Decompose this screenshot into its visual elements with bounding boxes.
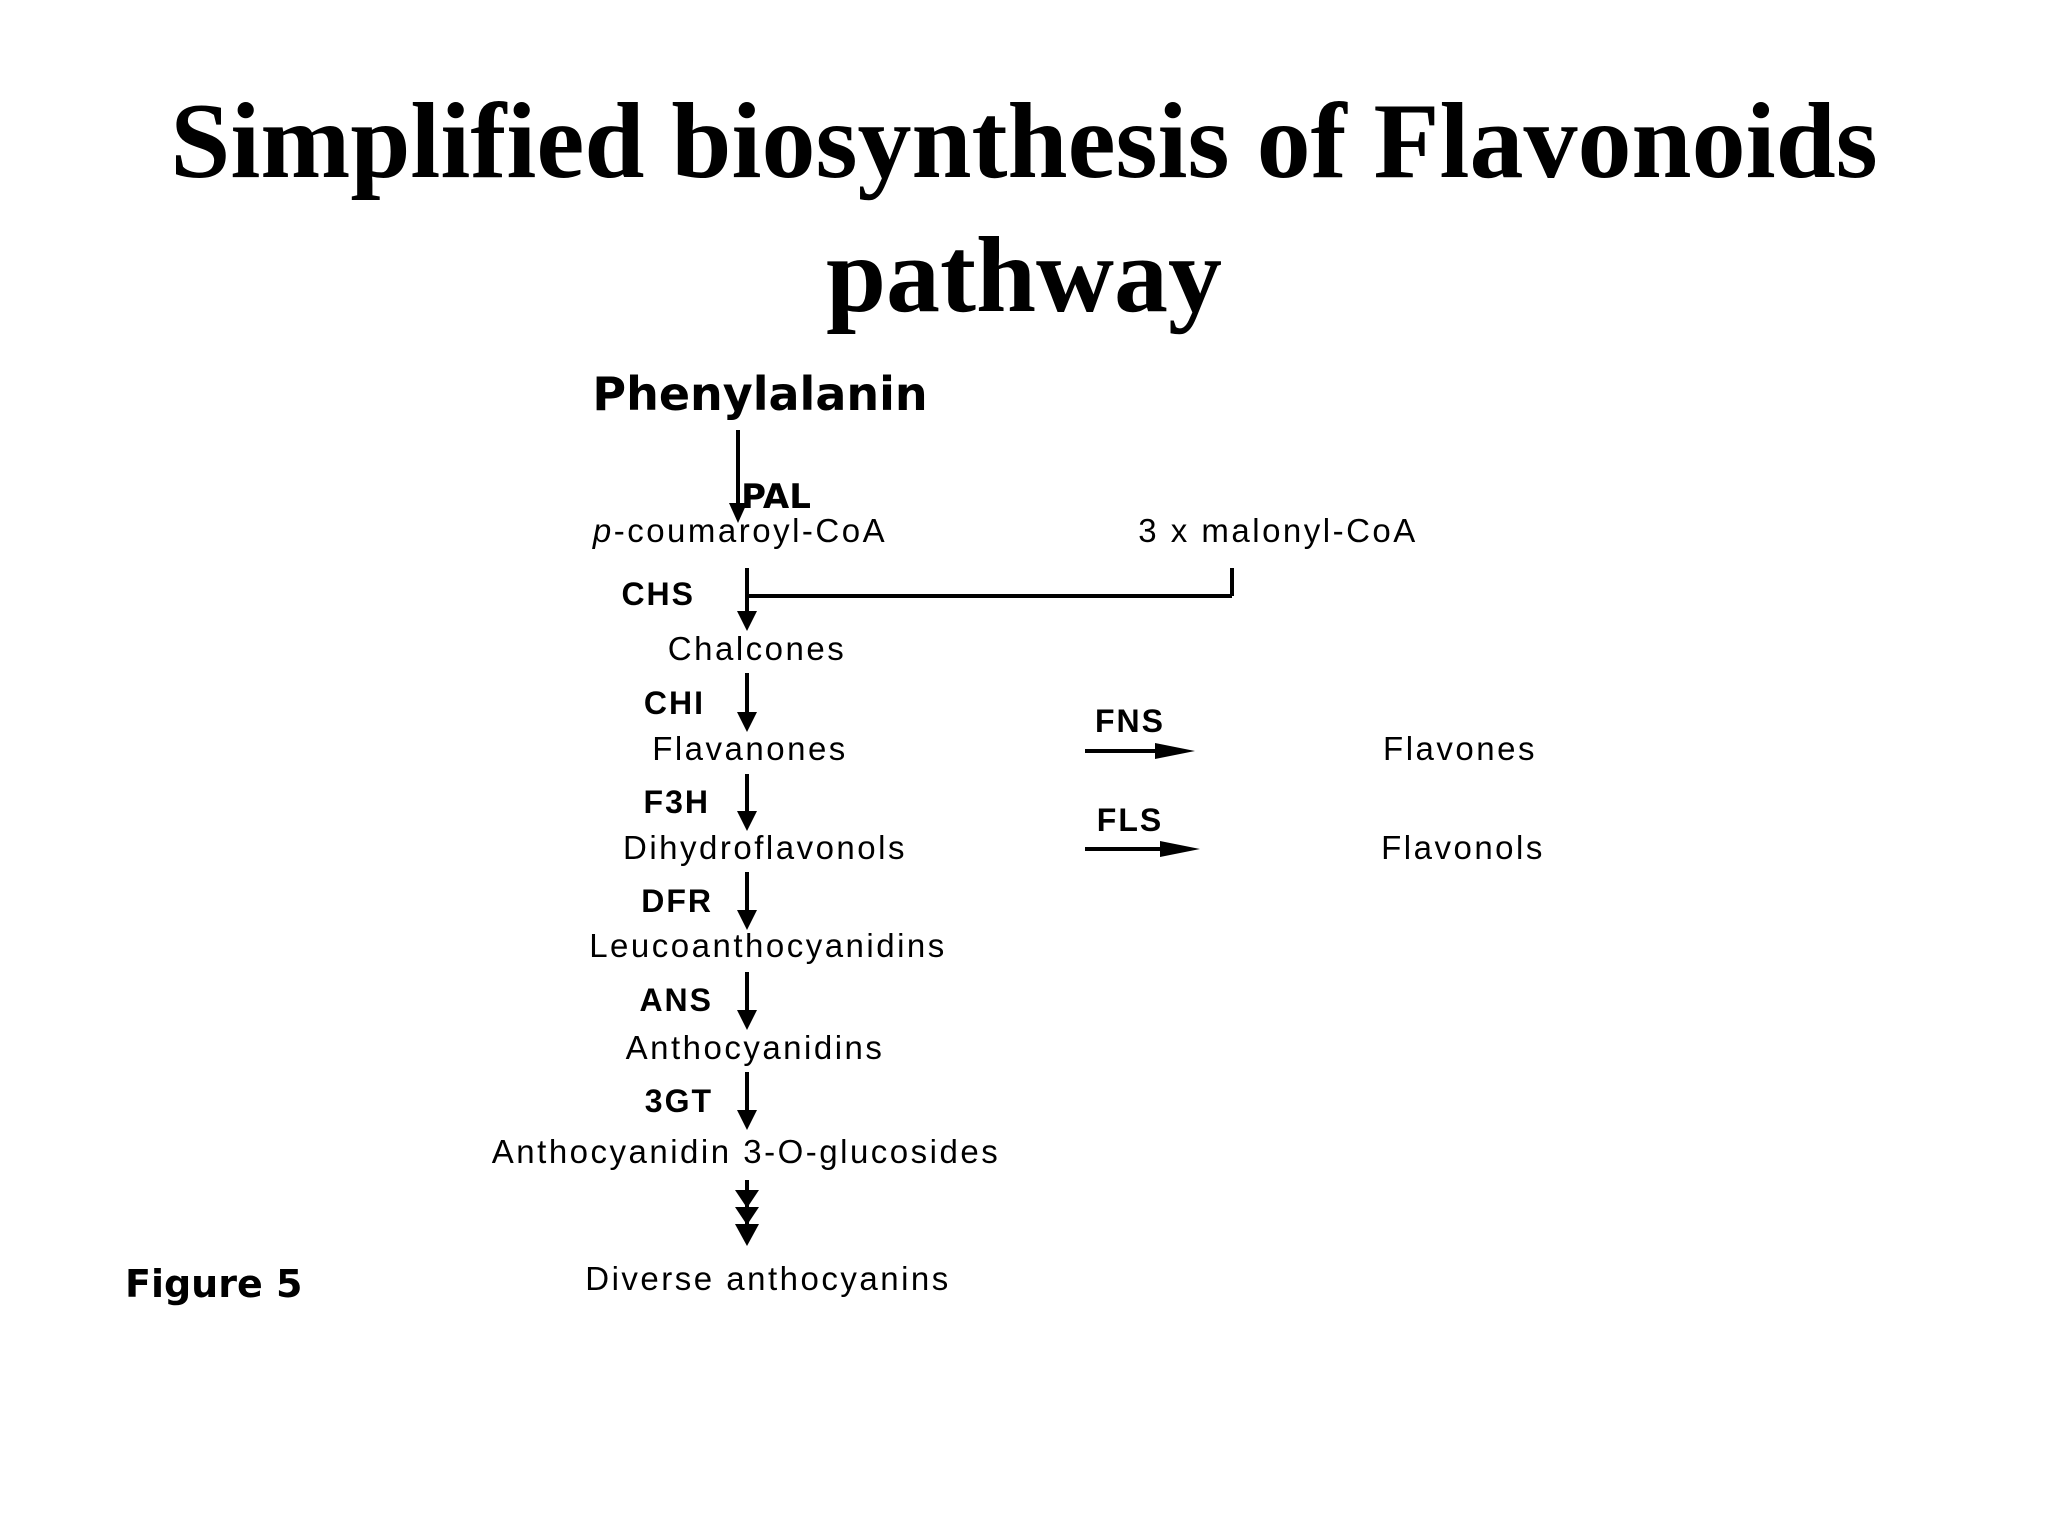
enzyme-ans: ANS bbox=[639, 982, 713, 1018]
enzyme-f3h: F3H bbox=[644, 784, 710, 820]
arrowhead-fns bbox=[1155, 743, 1195, 759]
compound-dihydroflavonols: Dihydroflavonols bbox=[623, 829, 907, 866]
title-line-1: Simplified biosynthesis of Flavonoids bbox=[170, 82, 1878, 201]
arrowhead-ans bbox=[737, 1010, 757, 1030]
compound-anthocyanidins: Anthocyanidins bbox=[626, 1029, 885, 1066]
compound-leucoanthocyanidins: Leucoanthocyanidins bbox=[589, 927, 947, 964]
arrowhead-f3h bbox=[737, 811, 757, 831]
compound-phenylalanin: Phenylalanin bbox=[592, 367, 927, 421]
compound-diverse-anthocyanins: Diverse anthocyanins bbox=[585, 1260, 951, 1297]
compound-flavones: Flavones bbox=[1383, 730, 1537, 767]
compound-malonyl-coa: 3 x malonyl-CoA bbox=[1138, 512, 1418, 549]
arrowhead-chi bbox=[737, 712, 757, 732]
enzyme-dfr: DFR bbox=[641, 883, 713, 919]
enzyme-chs: CHS bbox=[621, 576, 695, 612]
enzyme-fns: FNS bbox=[1095, 703, 1165, 739]
compound-p-coumaroyl-coa: p-coumaroyl-CoA bbox=[592, 512, 887, 549]
arrowhead-multistep-3 bbox=[735, 1224, 759, 1246]
arrowhead-multistep-2 bbox=[735, 1207, 759, 1225]
figure-caption: Figure 5 bbox=[125, 1262, 302, 1306]
title-line-2: pathway bbox=[825, 216, 1223, 335]
arrowhead-chs bbox=[737, 611, 757, 631]
compound-flavanones: Flavanones bbox=[652, 730, 848, 767]
arrowhead-fls bbox=[1160, 841, 1200, 857]
arrowhead-dfr bbox=[737, 910, 757, 930]
enzyme-chi: CHI bbox=[644, 685, 705, 721]
compound-chalcones: Chalcones bbox=[668, 630, 846, 667]
enzyme-fls: FLS bbox=[1097, 802, 1163, 838]
compound-flavonols: Flavonols bbox=[1381, 829, 1545, 866]
arrowhead-pal bbox=[729, 503, 747, 523]
arrowhead-3gt bbox=[737, 1110, 757, 1130]
enzyme-3gt: 3GT bbox=[645, 1083, 713, 1119]
enzyme-pal: PAL bbox=[741, 477, 811, 517]
compound-anthocyanidin-glucosides: Anthocyanidin 3-O-glucosides bbox=[492, 1133, 1000, 1170]
arrowhead-multistep-1 bbox=[735, 1190, 759, 1208]
